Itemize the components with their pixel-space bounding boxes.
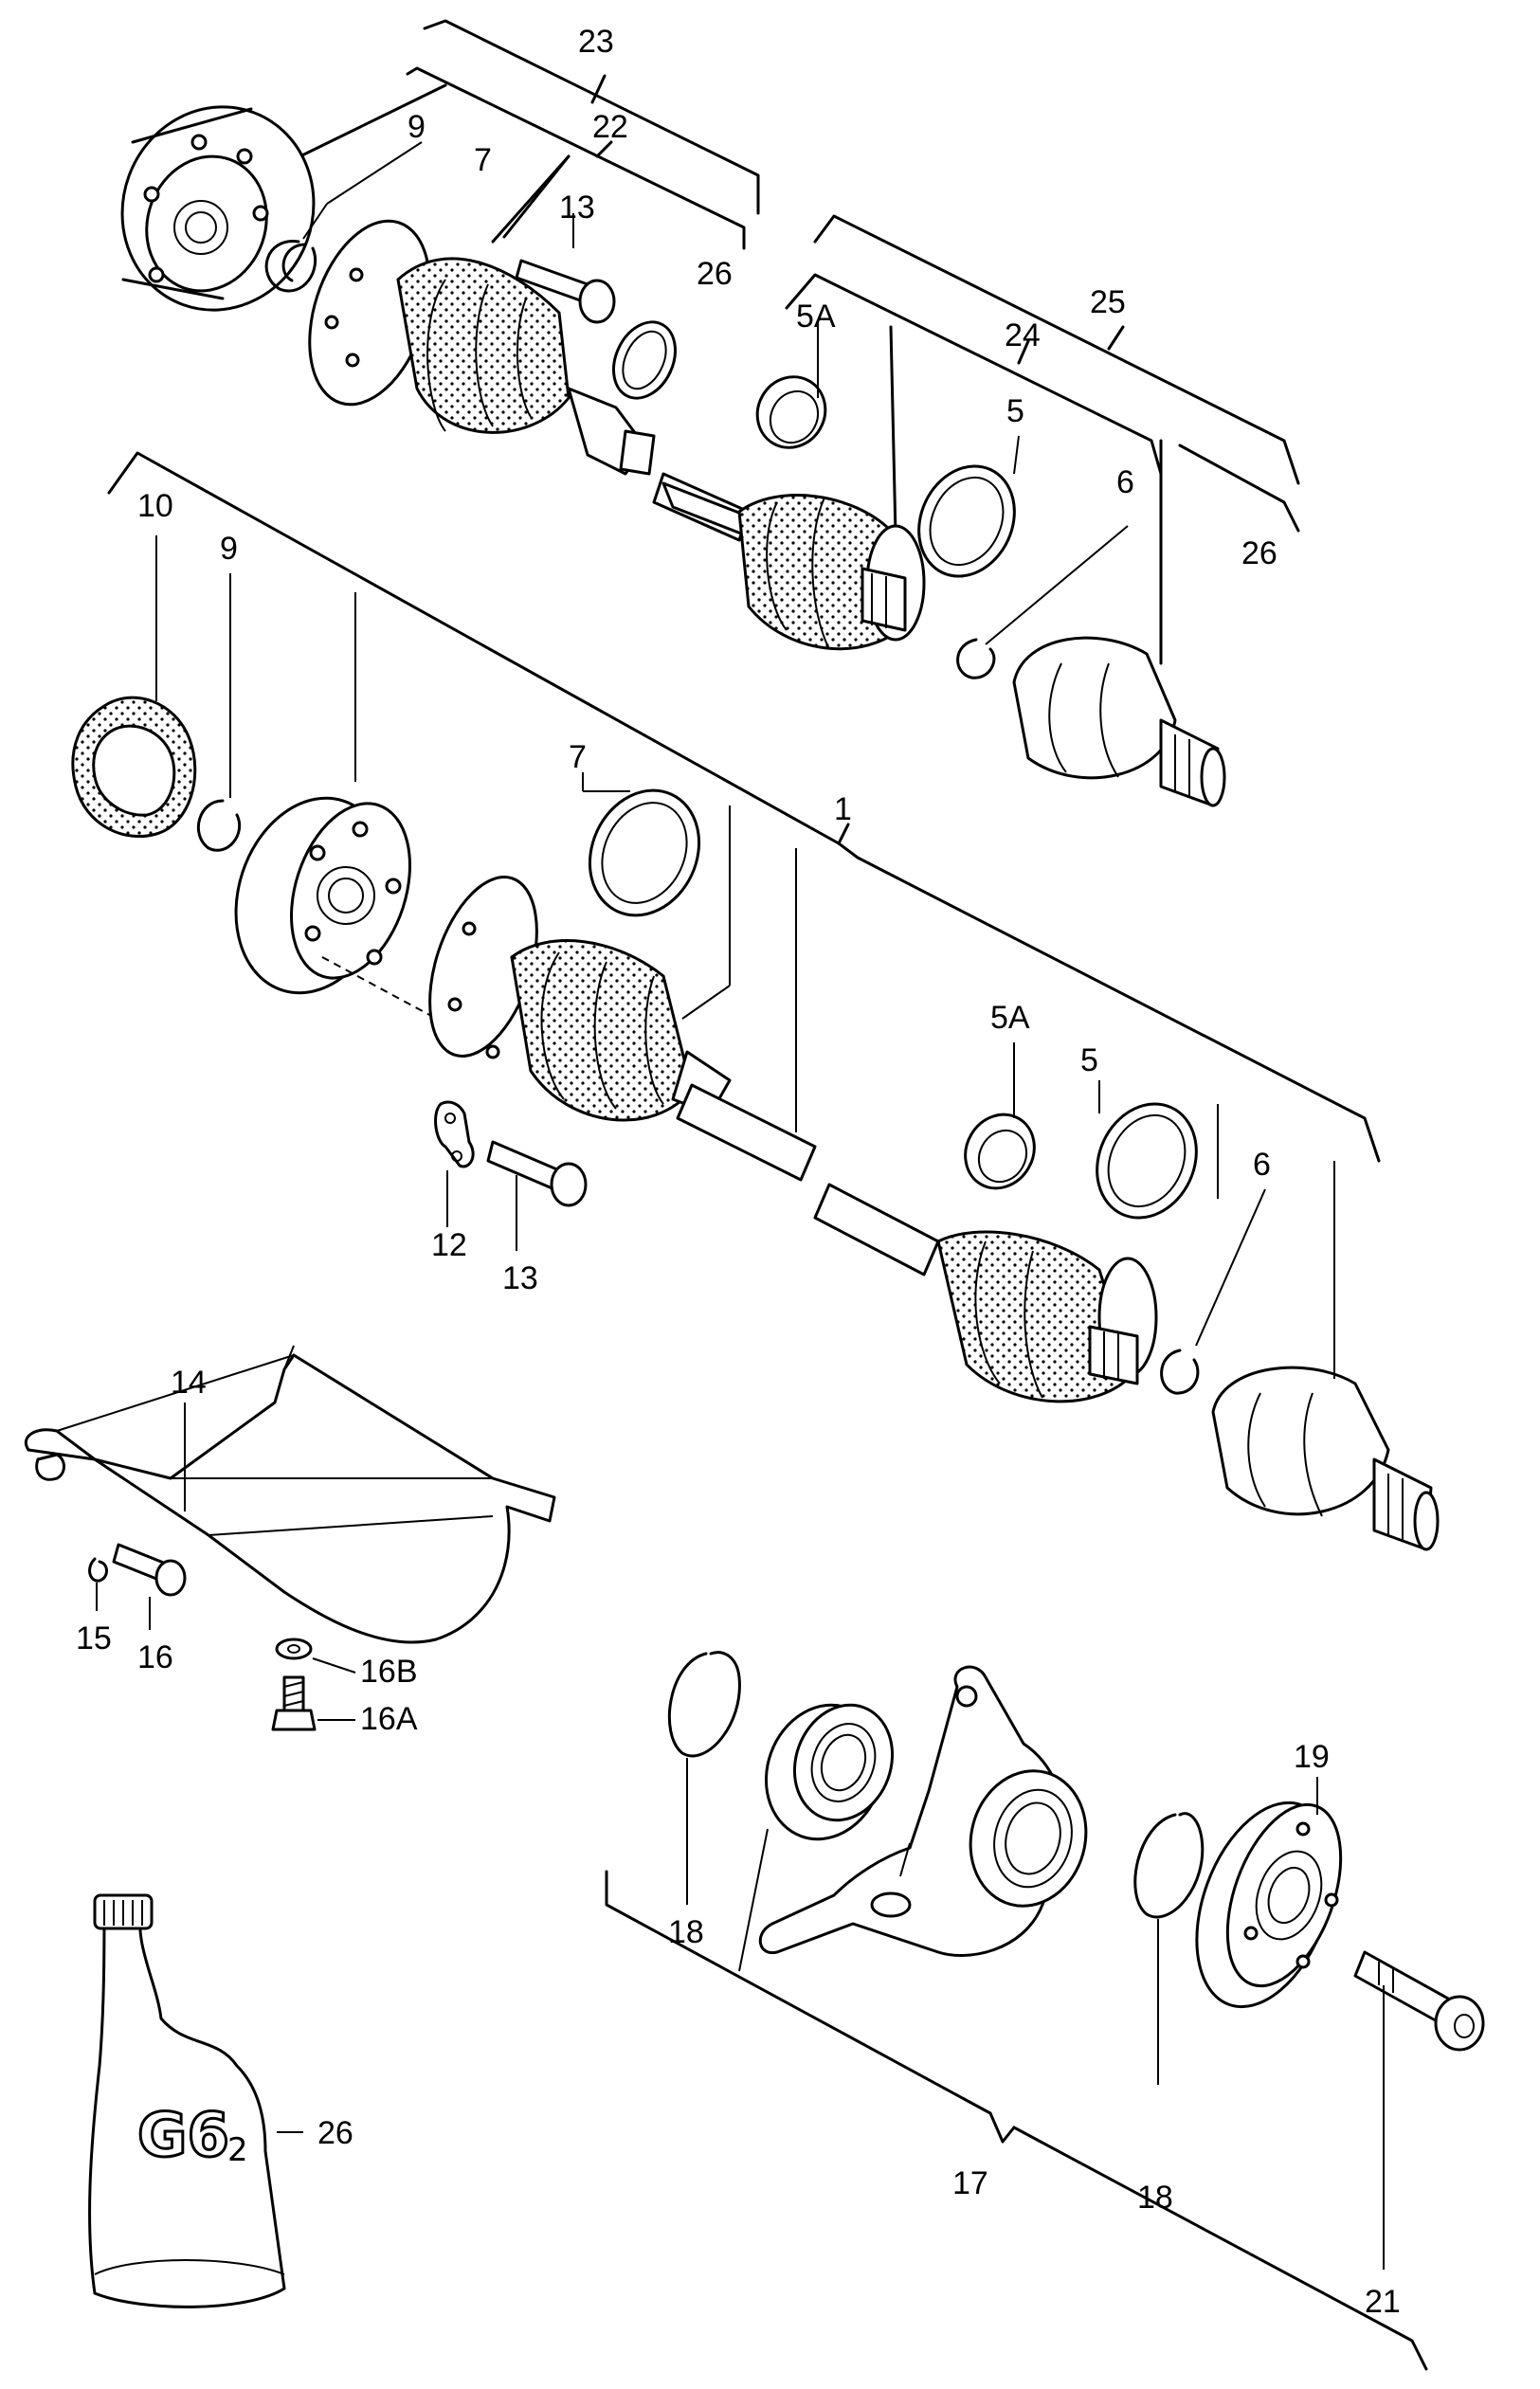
axle-bolt-21 <box>1353 1950 1485 2270</box>
clamp-5-upper <box>917 435 1020 578</box>
cv-joint-boot-upper <box>308 154 656 476</box>
tube-print-sub: 2 <box>227 2131 248 2169</box>
shaft-boot-middle-right <box>936 1230 1158 1403</box>
clamp-5A-upper <box>755 322 827 449</box>
label-10: 10 <box>137 488 173 524</box>
bracket-1 <box>107 451 1381 1163</box>
label-5-middle: 5 <box>1080 1042 1098 1078</box>
lock-plate-12 <box>434 1100 475 1227</box>
heat-shield-14 <box>25 1345 556 1644</box>
tube-print-main: G6 <box>137 2101 229 2171</box>
label-13-middle: 13 <box>502 1260 538 1296</box>
label-13-upper: 13 <box>559 190 595 226</box>
label-16: 16 <box>137 1639 173 1675</box>
label-12: 12 <box>431 1227 467 1263</box>
label-16A: 16A <box>360 1701 418 1737</box>
clamp-5-middle <box>1096 1080 1219 1220</box>
label-1: 1 <box>834 791 852 827</box>
label-21: 21 <box>1365 2284 1401 2320</box>
bracket-25 <box>813 214 1300 485</box>
wheel-bearing-housing <box>758 1665 1088 1957</box>
label-18-left: 18 <box>668 1914 704 1950</box>
label-5-upper: 5 <box>1006 393 1024 429</box>
hose-clamp-upper <box>612 320 677 400</box>
label-5A-upper: 5A <box>796 299 836 335</box>
label-18-right: 18 <box>1137 2180 1173 2216</box>
spring-clip-15 <box>88 1557 108 1611</box>
outer-cv-boot-upper <box>1012 636 1226 807</box>
label-6-upper: 6 <box>1116 464 1134 500</box>
label-5A-middle: 5A <box>990 1000 1030 1036</box>
circlip-6-middle <box>1160 1188 1266 1395</box>
cv-joint-flange-middle <box>234 592 446 1024</box>
circlip-18-right <box>1133 1812 1205 2085</box>
clamp-5A-middle <box>964 1042 1036 1190</box>
circlip-6-upper <box>956 525 1129 679</box>
shaft-boot-upper-right <box>661 481 926 651</box>
label-26-tube: 26 <box>317 2115 353 2151</box>
bolt-13-middle <box>486 1140 588 1251</box>
label-16B: 16B <box>360 1654 418 1690</box>
label-24: 24 <box>1005 317 1041 353</box>
label-26-right: 26 <box>1241 535 1277 571</box>
label-6-middle: 6 <box>1253 1147 1271 1183</box>
drive-shaft-middle <box>676 848 940 1276</box>
bracket-23 <box>273 19 760 215</box>
wheel-hub-19 <box>1195 1777 1343 2009</box>
gasket-10 <box>71 535 197 839</box>
label-17: 17 <box>952 2165 988 2201</box>
washer-16B <box>275 1638 356 1674</box>
cv-joint-flange-upper <box>120 105 316 312</box>
circlip-18-left <box>667 1651 741 1905</box>
cv-joint-boot-middle <box>428 805 732 1122</box>
label-22: 22 <box>592 109 628 145</box>
label-9-upper: 9 <box>408 109 426 145</box>
clamp-7-middle <box>582 772 701 917</box>
label-7-middle: 7 <box>569 739 587 775</box>
wheel-bearing <box>738 1703 895 1972</box>
label-9-middle: 9 <box>220 531 238 567</box>
bolt-13-upper <box>515 213 616 324</box>
outer-cv-boot-middle <box>1211 1161 1440 1551</box>
bracket-24 <box>785 273 1163 537</box>
label-26-upper: 26 <box>697 256 733 292</box>
label-23: 23 <box>578 24 614 60</box>
grease-tube-26 <box>88 1893 303 2308</box>
circlip-9-upper <box>264 141 423 293</box>
label-15: 15 <box>76 1620 112 1656</box>
label-25: 25 <box>1090 284 1126 320</box>
label-19: 19 <box>1294 1739 1330 1775</box>
bracket-17 <box>605 1870 1428 2371</box>
bracket-26-upper-right <box>1159 439 1300 665</box>
label-7-upper: 7 <box>474 142 492 178</box>
circlip-9-middle <box>196 573 242 852</box>
label-14: 14 <box>171 1365 207 1401</box>
bolt-16 <box>112 1543 187 1630</box>
bolt-16A <box>271 1675 355 1731</box>
